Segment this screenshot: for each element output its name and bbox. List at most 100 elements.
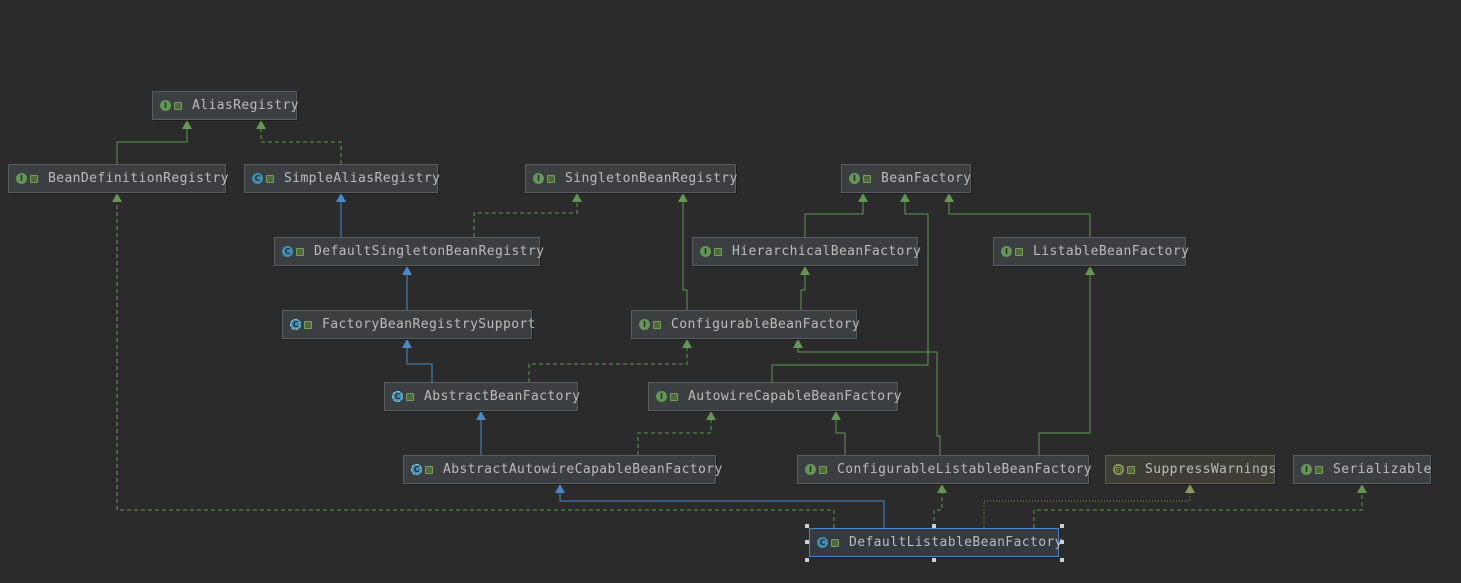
abstract-kind-icon: C — [290, 319, 301, 330]
edge-line — [797, 348, 941, 455]
edge-arrowhead — [1085, 266, 1095, 275]
class-name: AbstractBeanFactory — [424, 389, 581, 404]
public-visibility-icon — [30, 174, 38, 183]
selection-resize-handle[interactable] — [805, 558, 809, 562]
edge-acbf-to-bf — [771, 193, 929, 382]
public-visibility-icon — [1015, 247, 1023, 256]
edge-dlbf-to-bdr — [112, 193, 835, 528]
class-kind-icon: C — [252, 173, 263, 184]
edge-arrowhead — [944, 193, 954, 202]
class-node-acbf[interactable]: I AutowireCapableBeanFactory — [648, 382, 902, 411]
edge-arrowhead — [831, 411, 841, 420]
class-name: DefaultSingletonBeanRegistry — [314, 244, 545, 259]
selection-resize-handle[interactable] — [1060, 524, 1064, 528]
class-node-lbf[interactable]: I ListableBeanFactory — [993, 237, 1190, 266]
edge-arrowhead — [937, 484, 947, 493]
class-node-sw[interactable]: @SuppressWarnings — [1105, 455, 1276, 484]
edge-dsbr-to-sbr — [473, 193, 582, 237]
edge-arrowhead — [182, 120, 192, 129]
edge-line — [559, 493, 885, 528]
edge-cbf-to-sbr — [678, 193, 688, 310]
class-name: Serializable — [1333, 462, 1432, 477]
edge-arrowhead — [476, 411, 486, 420]
edge-arrowhead — [800, 266, 810, 275]
edge-arrowhead — [402, 266, 412, 275]
interface-kind-icon: I — [656, 391, 667, 402]
edge-line — [1033, 493, 1363, 528]
edge-arrowhead — [572, 193, 582, 202]
class-name: HierarchicalBeanFactory — [732, 244, 922, 259]
edge-line — [804, 202, 864, 237]
edge-arrowhead — [555, 484, 565, 493]
class-node-hbf[interactable]: I HierarchicalBeanFactory — [692, 237, 922, 266]
edge-line — [1038, 275, 1091, 455]
edge-line — [983, 493, 1191, 528]
edge-line — [406, 348, 433, 382]
public-visibility-icon — [547, 174, 555, 183]
interface-kind-icon: I — [533, 173, 544, 184]
public-visibility-icon — [1127, 465, 1135, 474]
edge-aacbf-to-acbf — [637, 411, 716, 455]
edge-arrowhead — [793, 339, 803, 348]
class-name: DefaultListableBeanFactory — [849, 535, 1063, 550]
interface-kind-icon: I — [1001, 246, 1012, 257]
edge-hbf-to-bf — [804, 193, 868, 237]
class-name: SingletonBeanRegistry — [565, 171, 738, 186]
selection-resize-handle[interactable] — [932, 524, 936, 528]
class-name: ListableBeanFactory — [1033, 244, 1190, 259]
edge-arrowhead — [678, 193, 688, 202]
edge-clbf-to-cbf — [793, 339, 941, 455]
edge-cbf-to-hbf — [800, 266, 810, 310]
edge-line — [682, 202, 688, 310]
edge-dlbf-to-aacbf — [555, 484, 885, 528]
edge-line — [948, 202, 1091, 237]
public-visibility-icon — [653, 320, 661, 329]
edge-arrowhead — [900, 193, 910, 202]
class-name: ConfigurableBeanFactory — [671, 317, 861, 332]
class-name: ConfigurableListableBeanFactory — [837, 462, 1093, 477]
class-name: FactoryBeanRegistrySupport — [322, 317, 536, 332]
public-visibility-icon — [406, 392, 414, 401]
edge-arrowhead — [112, 193, 122, 202]
edge-line — [835, 420, 846, 455]
class-name: SimpleAliasRegistry — [284, 171, 441, 186]
interface-kind-icon: I — [700, 246, 711, 257]
edge-lbf-to-bf — [944, 193, 1091, 237]
public-visibility-icon — [831, 538, 839, 547]
edge-dlbf-to-clbf — [933, 484, 947, 528]
public-visibility-icon — [425, 465, 433, 474]
selection-resize-handle[interactable] — [1060, 540, 1064, 544]
public-visibility-icon — [1315, 465, 1323, 474]
abstract-kind-icon: C — [411, 464, 422, 475]
edge-sar-to-alias — [256, 120, 342, 164]
edge-line — [473, 202, 578, 237]
selection-resize-handle[interactable] — [1060, 558, 1064, 562]
class-node-sbr[interactable]: I SingletonBeanRegistry — [525, 164, 738, 193]
selection-resize-handle[interactable] — [805, 524, 809, 528]
class-name: AutowireCapableBeanFactory — [688, 389, 902, 404]
edge-arrowhead — [336, 193, 346, 202]
edge-arrowhead — [682, 339, 692, 348]
class-node-fbrs[interactable]: C FactoryBeanRegistrySupport — [282, 310, 536, 339]
selection-resize-handle[interactable] — [805, 540, 809, 544]
edge-fbrs-to-dsbr — [402, 266, 412, 310]
edge-abf-to-cbf — [528, 339, 692, 382]
selection-resize-handle[interactable] — [932, 558, 936, 562]
edge-clbf-to-lbf — [1038, 266, 1095, 455]
edge-arrowhead — [1357, 484, 1367, 493]
public-visibility-icon — [714, 247, 722, 256]
class-node-sar[interactable]: C SimpleAliasRegistry — [244, 164, 441, 193]
interface-kind-icon: I — [160, 100, 171, 111]
edge-line — [771, 202, 929, 382]
edge-dsbr-to-sar — [336, 193, 346, 237]
